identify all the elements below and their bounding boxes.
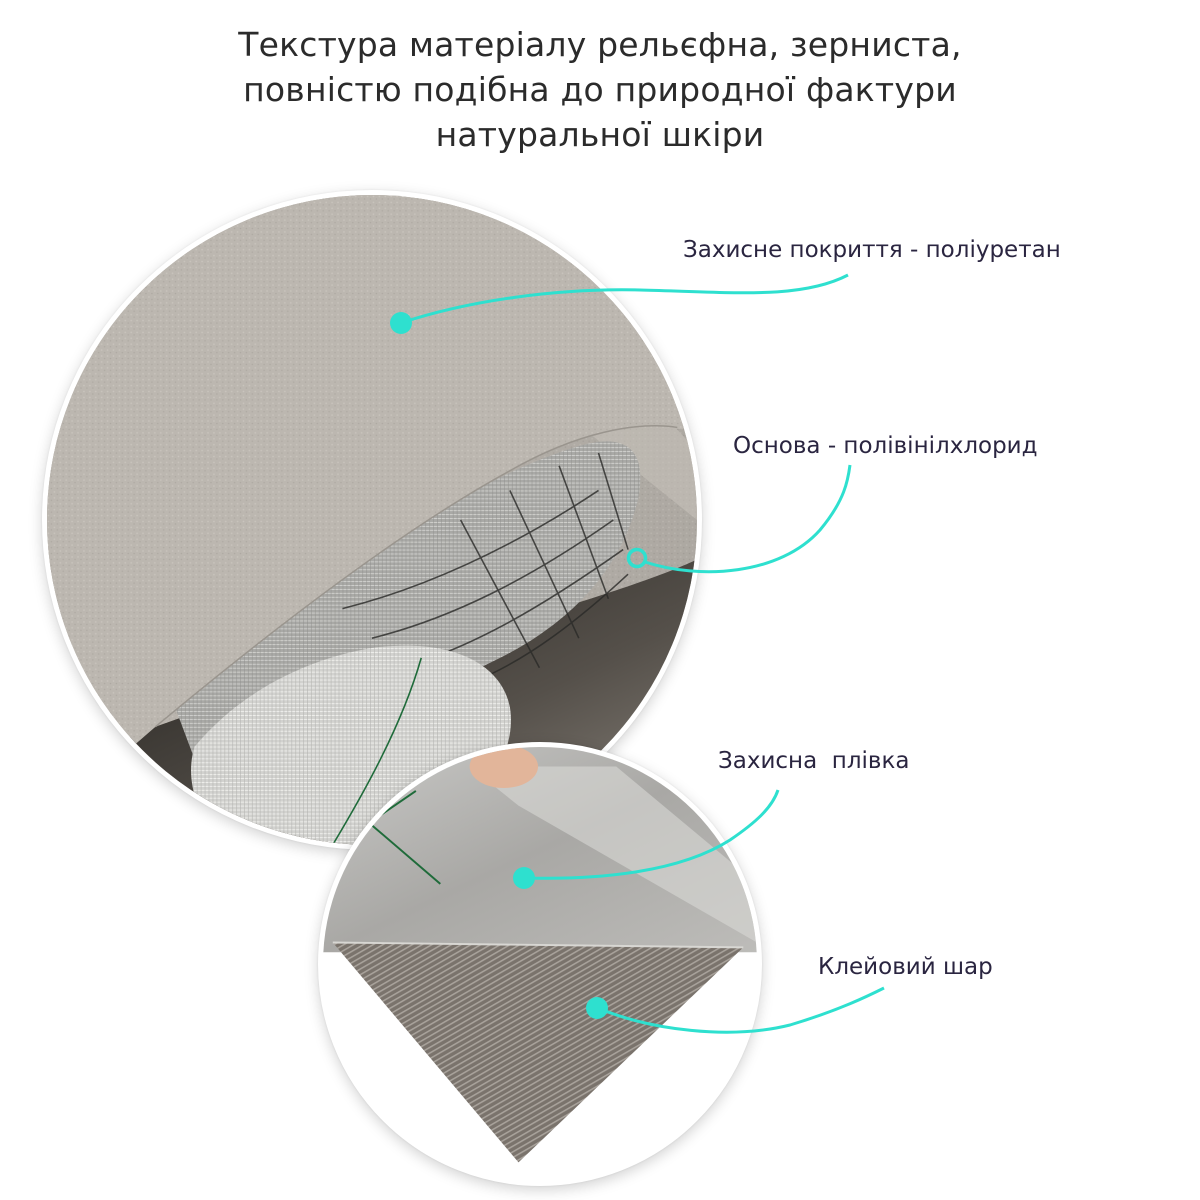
callout-label-adhesive: Клейовий шар [818,954,993,980]
film-adhesive-image [318,742,762,1186]
callout-label-protective-film: Захисна плівка [718,748,910,774]
title-line-2: повністю подібна до природної фактури [243,70,957,109]
film-adhesive-illustration [323,747,757,1181]
title-line-3: натуральної шкіри [435,115,765,154]
callout-label-pvc: Основа - полівінілхлорид [733,433,1038,459]
page-title: Текстура матеріалу рельєфна, зерниста, п… [0,22,1200,157]
title-line-1: Текстура матеріалу рельєфна, зерниста, [238,25,962,64]
callout-label-polyurethane: Захисне покриття - поліуретан [683,237,1061,263]
